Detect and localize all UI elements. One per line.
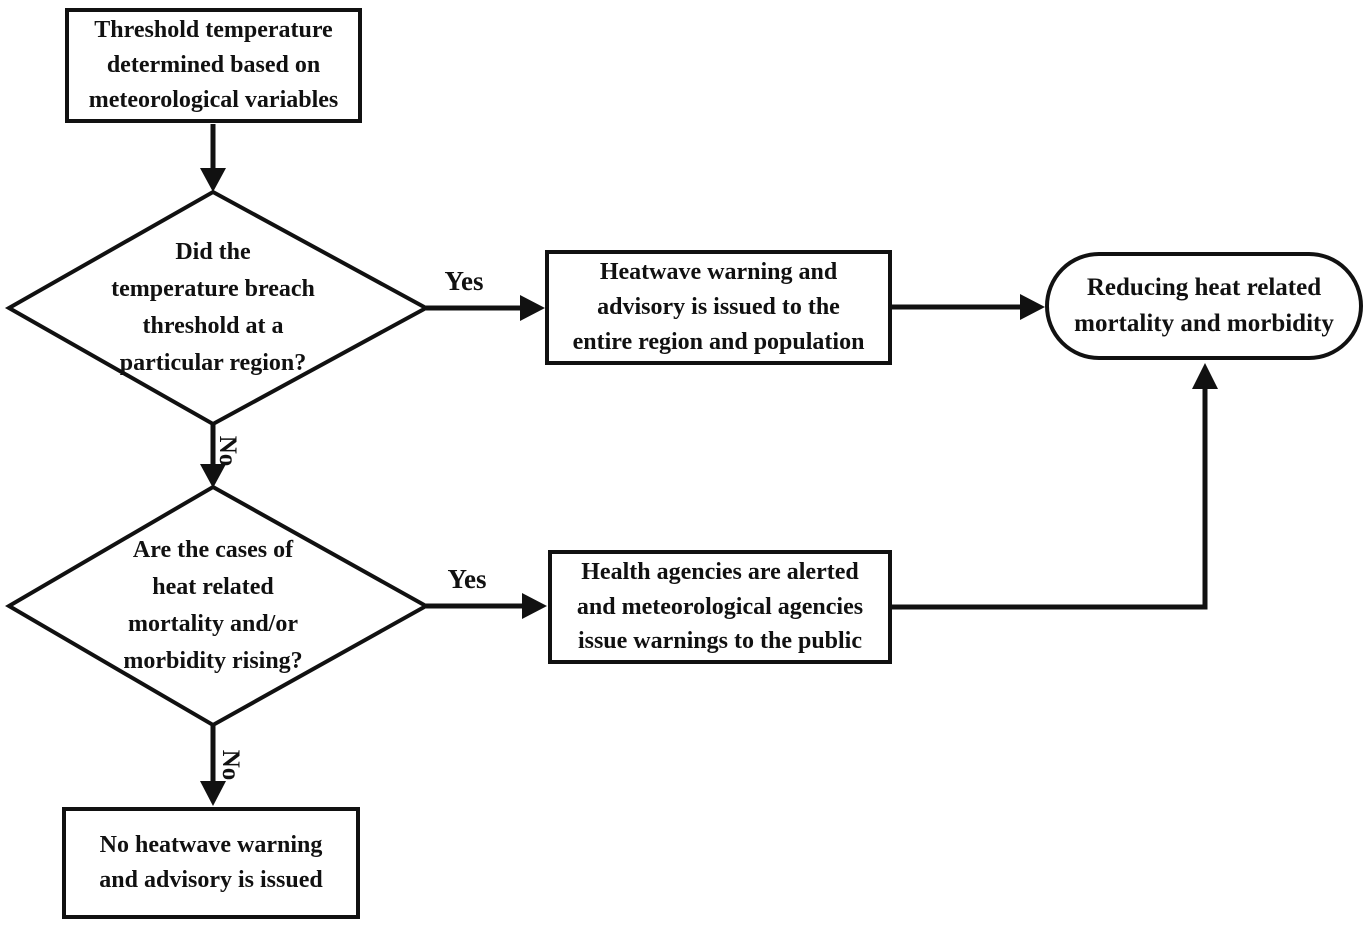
edge-health-to-outcome xyxy=(891,387,1208,610)
node-health-alerted-label: Health agencies are alerted and meteorol… xyxy=(576,558,864,655)
arrowhead-right-warning xyxy=(520,295,545,321)
decision1-question: Did the temperature breach threshold at … xyxy=(63,228,363,388)
node-no-warning: No heatwave warning and advisory is issu… xyxy=(62,807,360,919)
edge-label-no-breach: No xyxy=(214,435,241,467)
arrowhead-down-decision2 xyxy=(200,464,226,488)
decision2-question: Are the cases of heat related mortality … xyxy=(63,526,363,686)
decision1-diamond xyxy=(4,189,431,427)
node-threshold-determined-label: Threshold temperature determined based o… xyxy=(88,17,339,113)
node-threshold-determined: Threshold temperature determined based o… xyxy=(65,8,362,123)
decision1-question-label: Did the temperature breach threshold at … xyxy=(111,238,315,377)
node-health-alerted: Health agencies are alerted and meteorol… xyxy=(548,550,892,664)
arrowhead-down-nowarning xyxy=(200,781,226,806)
node-no-warning-label: No heatwave warning and advisory is issu… xyxy=(99,832,323,893)
node-warning-issued: Heatwave warning and advisory is issued … xyxy=(545,250,892,365)
decision2-diamond xyxy=(5,484,431,728)
arrowhead-right-health xyxy=(522,593,547,619)
arrowhead-up-outcome xyxy=(1192,363,1218,389)
node-outcome-terminal-label: Reducing heat related mortality and morb… xyxy=(1074,273,1334,337)
node-warning-issued-label: Heatwave warning and advisory is issued … xyxy=(572,259,865,355)
decision2-question-label: Are the cases of heat related mortality … xyxy=(123,536,303,675)
edge-label-yes-breach: Yes xyxy=(444,266,484,296)
edge-label-no-cases: No xyxy=(217,749,244,781)
arrowhead-down-decision1 xyxy=(200,168,226,192)
node-outcome-terminal: Reducing heat related mortality and morb… xyxy=(1045,252,1363,360)
edge-label-yes-cases: Yes xyxy=(447,564,487,594)
arrowhead-right-outcome xyxy=(1020,294,1045,320)
